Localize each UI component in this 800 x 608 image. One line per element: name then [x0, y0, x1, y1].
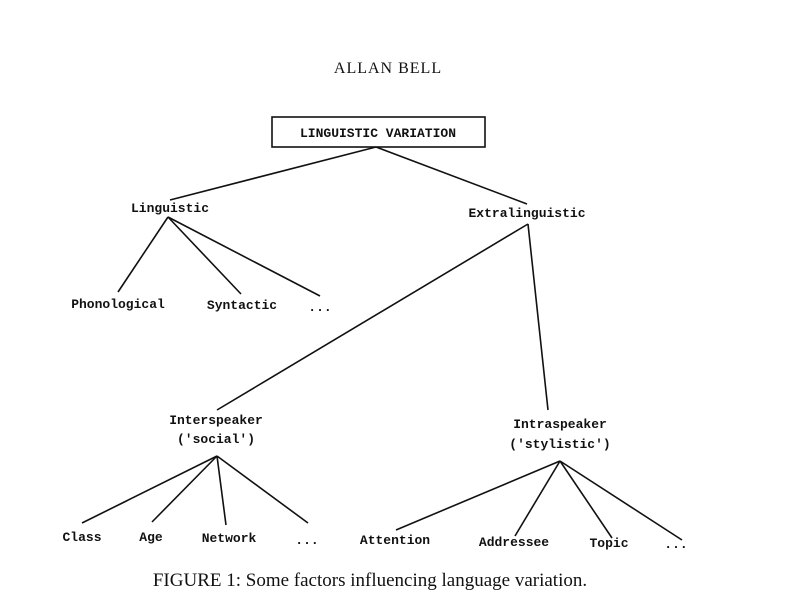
- edge-intra-more: [559, 460, 683, 541]
- edge-linguistic-syntactic: [167, 216, 242, 295]
- node-class: Class: [62, 530, 101, 545]
- figure-caption: FIGURE 1: Some factors influencing langu…: [153, 570, 587, 591]
- edge-intra-addressee: [514, 460, 561, 537]
- node-interspeaker-sublabel: ('social'): [177, 432, 255, 447]
- edge-linguistic-more: [167, 216, 321, 297]
- node-linguistic-more: ...: [308, 300, 331, 315]
- edge-inter-more: [216, 455, 309, 524]
- node-interspeaker: Interspeaker: [169, 413, 263, 428]
- node-intraspeaker-more: ...: [664, 537, 687, 552]
- running-header: ALLAN BELL: [334, 60, 442, 77]
- root-node: LINGUISTIC VARIATION: [300, 126, 456, 141]
- node-extralinguistic: Extralinguistic: [468, 206, 585, 221]
- node-age: Age: [139, 530, 163, 545]
- edge-inter-network: [216, 455, 227, 526]
- edge-extra-intraspeaker: [527, 223, 549, 411]
- node-addressee: Addressee: [479, 535, 549, 550]
- edge-extra-interspeaker: [216, 223, 529, 411]
- edges: [81, 146, 683, 541]
- edge-root-extralinguistic: [375, 146, 528, 205]
- edge-intra-topic: [559, 460, 613, 539]
- edge-inter-age: [151, 455, 218, 523]
- node-network: Network: [202, 531, 257, 546]
- node-intraspeaker: Intraspeaker: [513, 417, 607, 432]
- node-phonological: Phonological: [71, 297, 165, 312]
- node-syntactic: Syntactic: [207, 298, 277, 313]
- node-intraspeaker-sublabel: ('stylistic'): [509, 437, 610, 452]
- edge-root-linguistic: [169, 146, 377, 201]
- edge-intra-attention: [395, 460, 561, 531]
- node-topic: Topic: [589, 536, 628, 551]
- node-attention: Attention: [360, 533, 430, 548]
- root-box: [271, 116, 486, 148]
- node-interspeaker-more: ...: [295, 533, 318, 548]
- edge-linguistic-phonological: [117, 216, 169, 293]
- node-linguistic: Linguistic: [131, 201, 209, 216]
- edge-inter-class: [81, 455, 218, 524]
